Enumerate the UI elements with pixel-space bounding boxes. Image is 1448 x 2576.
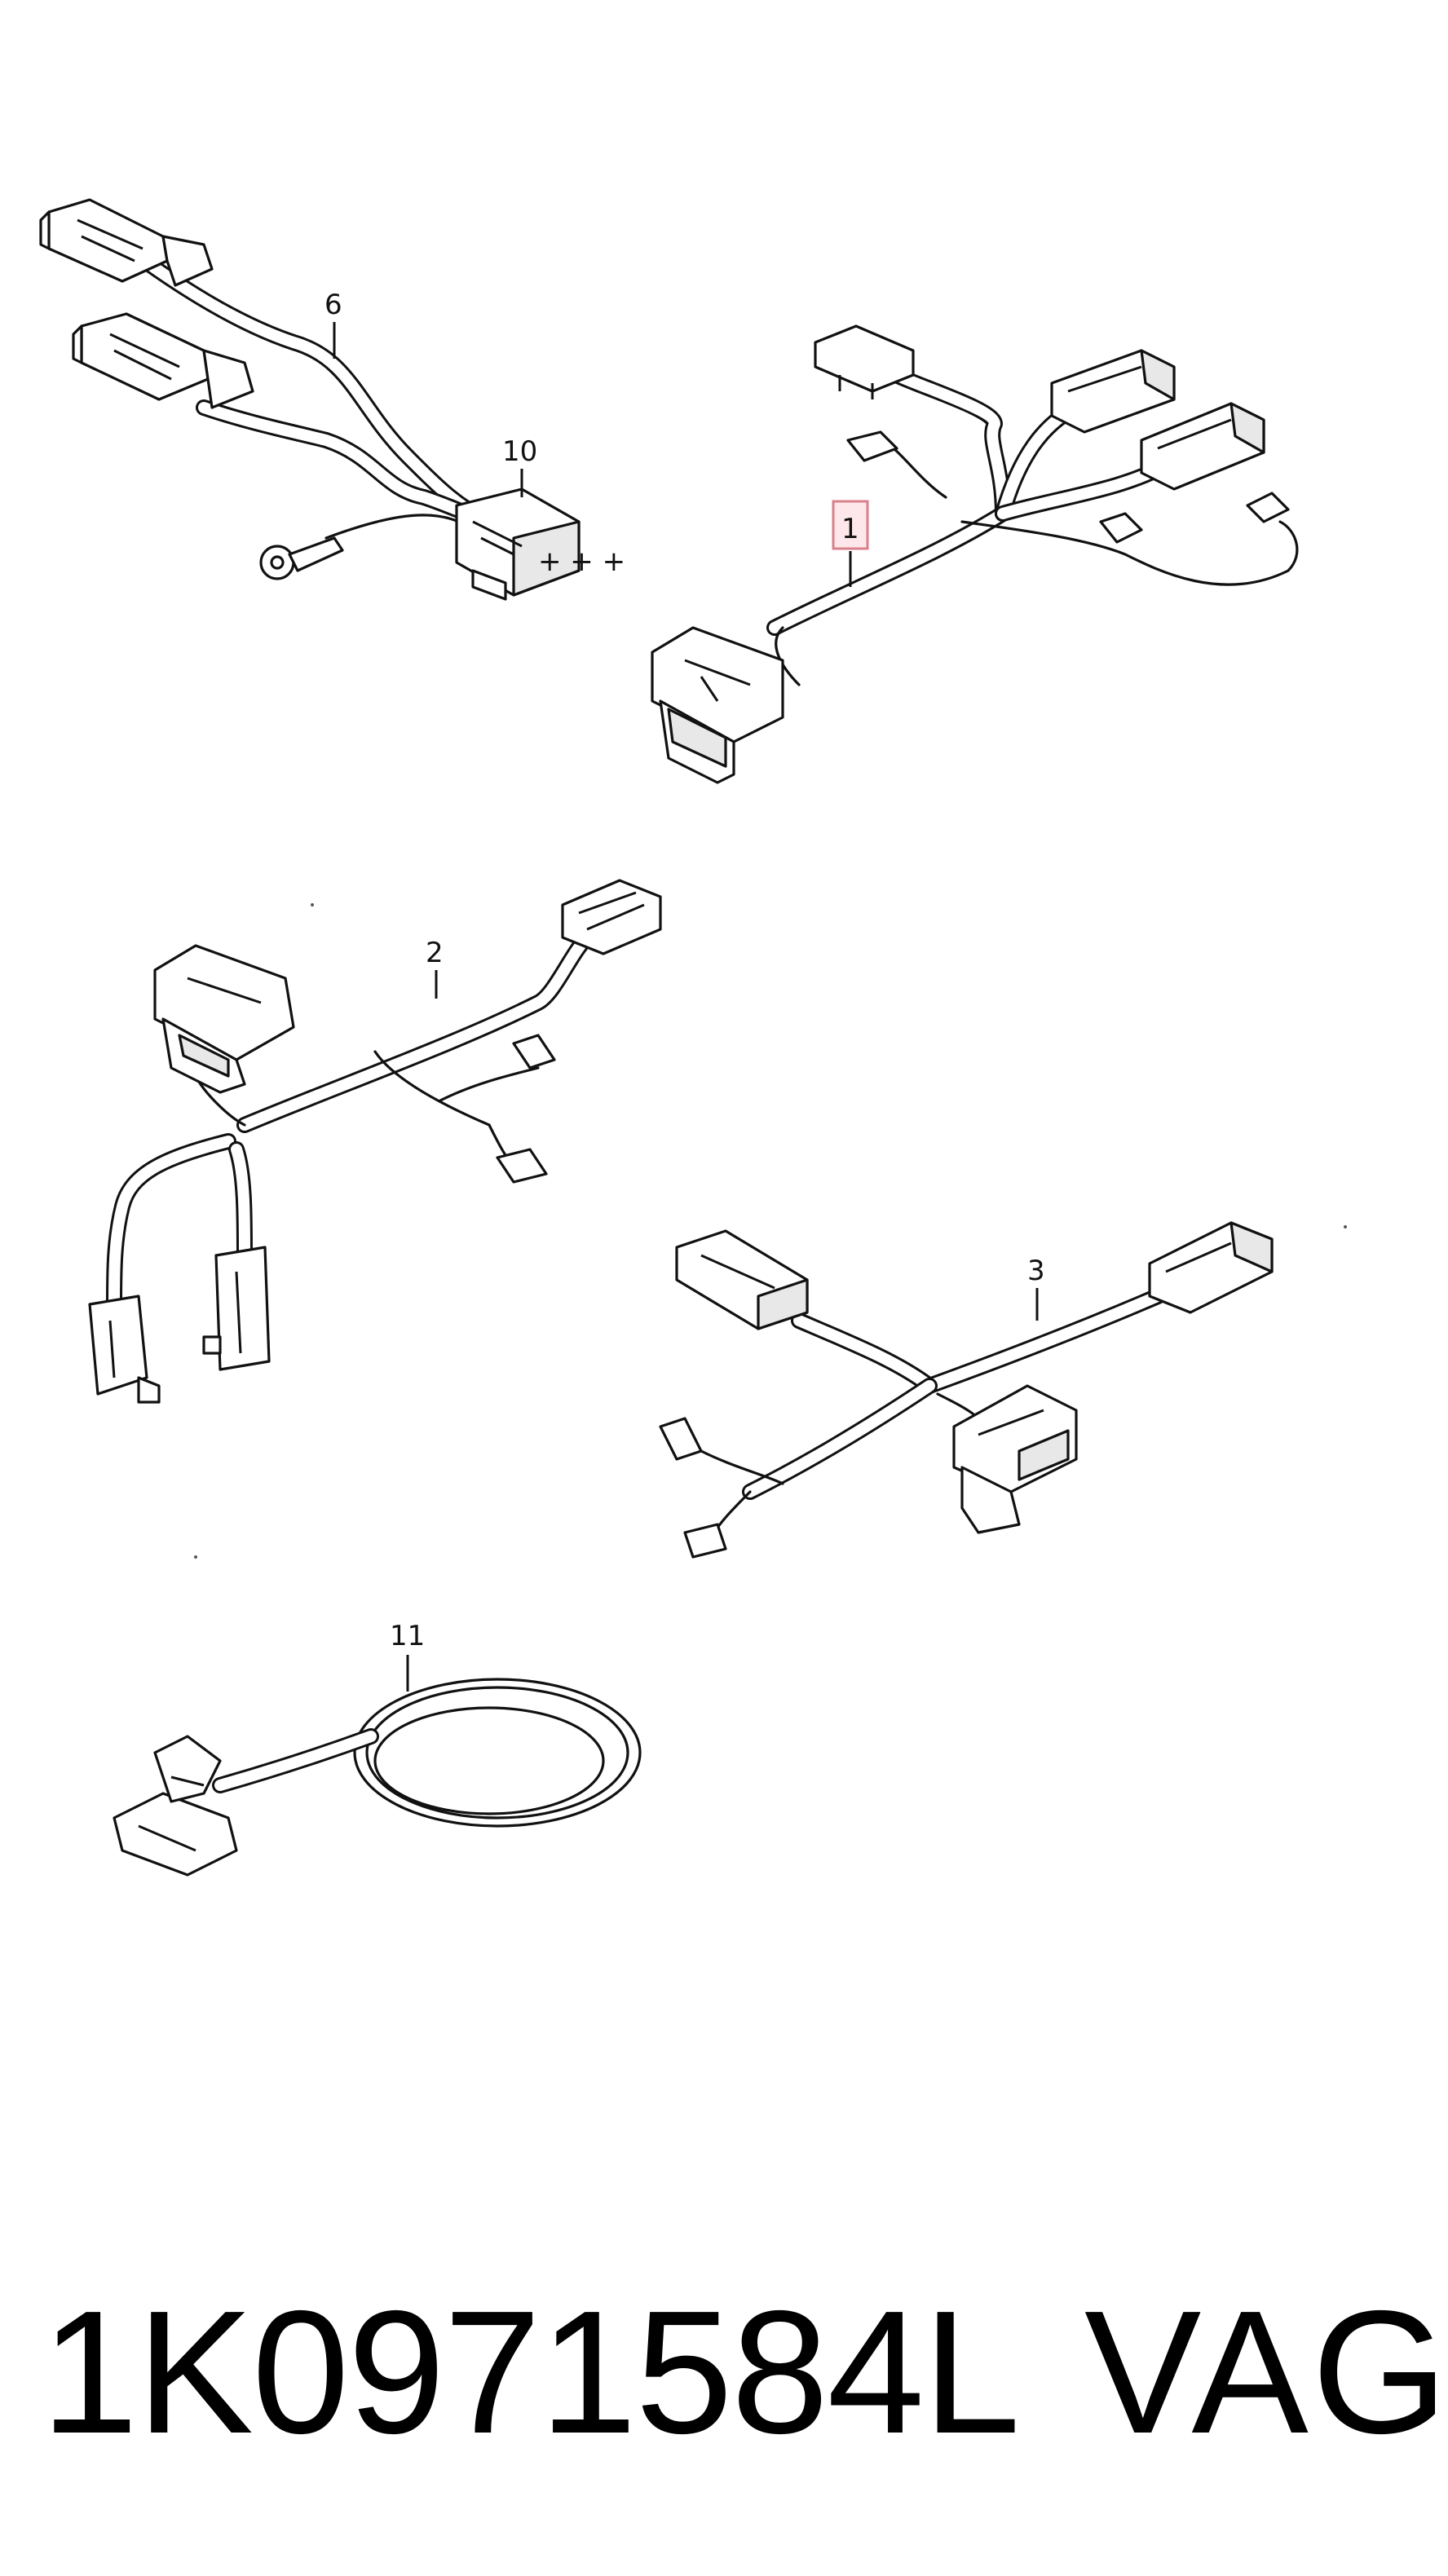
callout-6: 6 — [324, 289, 342, 321]
relay-housing-2 — [153, 944, 295, 1094]
svg-text:+ + +: + + + — [538, 545, 625, 578]
blade-terminal-1a — [1099, 512, 1143, 544]
connector-2-left — [88, 1295, 161, 1404]
callout-3: 3 — [1027, 1255, 1045, 1287]
blade-terminal-3a — [659, 1417, 703, 1461]
harness-6: + + + 6 10 — [39, 198, 625, 601]
connector-3-left — [675, 1229, 809, 1330]
ring-terminal — [259, 536, 344, 580]
blade-terminal-1b — [1246, 492, 1290, 523]
callout-2: 2 — [426, 937, 444, 969]
harness-1: 1 — [651, 324, 1299, 784]
connector-10: + + + — [455, 487, 625, 601]
connector-11 — [113, 1735, 238, 1877]
callout-10: 10 — [502, 435, 537, 468]
connector-1a — [1050, 349, 1176, 434]
part-number: 1K0971584L — [41, 2274, 1021, 2470]
blade-terminal-2b — [496, 1148, 548, 1184]
blade-terminal-3b — [683, 1523, 727, 1559]
callout-11: 11 — [390, 1620, 425, 1652]
wiring-harness-diagram: + + + 6 10 — [39, 198, 1347, 1877]
connector-1b — [1140, 402, 1265, 491]
connector-2-top — [561, 879, 662, 955]
connector-1-top — [814, 324, 915, 399]
relay-housing-1 — [651, 626, 784, 784]
plug-1 — [846, 430, 898, 462]
blade-terminal-2a — [512, 1034, 556, 1070]
connector-6a — [39, 198, 214, 287]
harness-3: 3 — [659, 1221, 1274, 1559]
relay-housing-3 — [952, 1384, 1078, 1534]
connector-6b — [72, 312, 254, 409]
footer: 1K0971584L VAG — [0, 2274, 1448, 2470]
connector-3-right — [1148, 1221, 1274, 1314]
callout-1-highlight — [832, 500, 869, 550]
brand-label: VAG — [1084, 2274, 1448, 2470]
harness-2: 2 — [88, 879, 662, 1404]
cable-11: 11 — [113, 1620, 642, 1877]
callout-1[interactable]: 1 — [841, 513, 859, 545]
connector-2-right — [202, 1246, 271, 1371]
